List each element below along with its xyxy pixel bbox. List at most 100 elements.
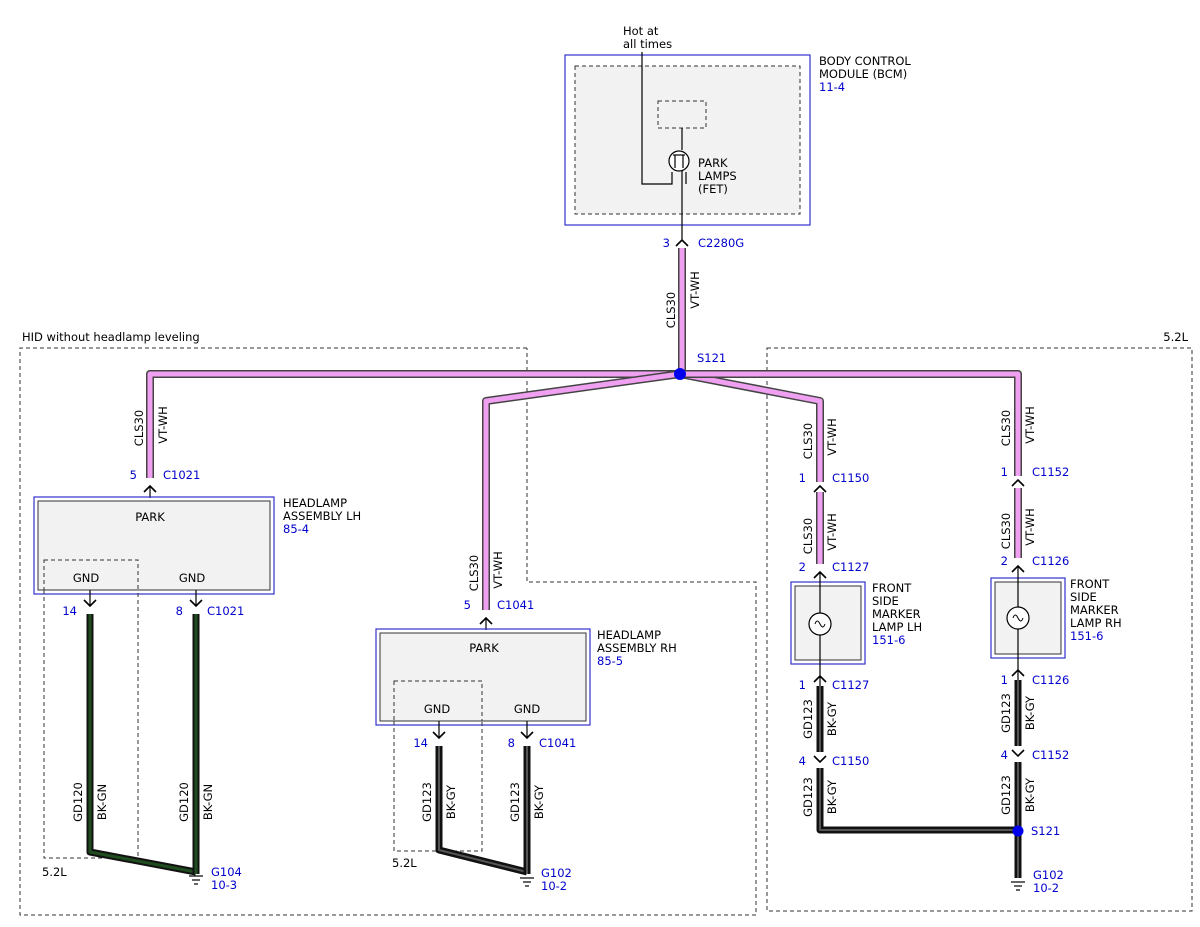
wire-to-headlamp-lh xyxy=(146,370,680,478)
bulb-icon xyxy=(1006,606,1030,630)
color-label: VT-WH xyxy=(825,513,839,551)
rh-gnd-circuit: GD123 xyxy=(420,782,434,822)
circuit-label: CLS30 xyxy=(999,410,1013,446)
circuit-label: CLS30 xyxy=(664,292,678,328)
lh-ground-id: G104 xyxy=(211,865,242,879)
lh-outline xyxy=(33,496,275,595)
mlh-gnd-circuit: GD123 xyxy=(801,777,815,817)
rh-gnd2-label: GND xyxy=(514,702,541,716)
lh-gnd-circuit: GD120 xyxy=(71,782,85,822)
mrh-out-connector: C1126 xyxy=(1032,673,1069,687)
wire-to-marker-rh xyxy=(680,370,1022,558)
color-label: VT-WH xyxy=(825,418,839,456)
mlh-in-connector: C1127 xyxy=(832,560,869,574)
mrh-in-connector: C1126 xyxy=(1032,554,1069,568)
c1021-pin8 xyxy=(189,599,203,608)
mlh-in-pin: 2 xyxy=(799,560,806,574)
rh-reference: 85-5 xyxy=(597,654,623,668)
rh-out-pin1: 14 xyxy=(413,736,428,750)
lh-sub-frame xyxy=(43,590,139,859)
c1041-pin8 xyxy=(520,731,534,740)
mrh-out-pin: 1 xyxy=(1001,673,1008,687)
engine-frame-label: 5.2L xyxy=(1163,330,1188,344)
mrh-ground-id: G102 xyxy=(1033,868,1064,882)
bcm-internal xyxy=(574,65,801,215)
c1041-pin14 xyxy=(432,731,446,740)
hot-label-line2: all times xyxy=(623,37,672,51)
lh-title-line1: HEADLAMP xyxy=(283,496,347,510)
wire-to-headlamp-rh xyxy=(482,370,681,610)
color-label: VT-WH xyxy=(1023,406,1037,444)
headlamp-assembly-rh: 5 C1041 PARK GND GND HEADLAMP ASSEMBLY R… xyxy=(375,598,677,893)
color-label: VT-WH xyxy=(688,271,702,309)
circuit-label: CLS30 xyxy=(132,410,146,446)
splice-s121-label: S121 xyxy=(697,351,726,365)
hot-feed-wire xyxy=(641,52,673,185)
mrh-top-pin: 1 xyxy=(1001,465,1008,479)
mrh-gnd-color: BK-GY xyxy=(1023,695,1037,730)
splice-s121 xyxy=(674,368,686,380)
mlh-gnd-color: BK-GY xyxy=(825,701,839,736)
bulb-icon xyxy=(808,612,832,636)
lh-out-pin1: 14 xyxy=(62,604,77,618)
mlh-gnd-circuit: GD123 xyxy=(801,699,815,739)
lh-gnd-color: BK-GN xyxy=(201,784,215,820)
rh-gnd1-label: GND xyxy=(424,702,451,716)
ground-symbol-icon xyxy=(189,875,203,885)
bcm-title-line1: BODY CONTROL xyxy=(819,54,911,68)
mrh-title-line4: LAMP RH xyxy=(1070,616,1122,630)
rh-in-pin: 5 xyxy=(464,598,471,612)
rh-gnd-color: BK-GY xyxy=(444,784,458,819)
mrh-gnd-circuit: GD123 xyxy=(999,693,1013,733)
rh-out-pin2: 8 xyxy=(508,736,515,750)
bcm-outline xyxy=(564,54,811,226)
c1150-low-connector xyxy=(813,755,827,764)
lh-ground-ref: 10-3 xyxy=(211,878,237,892)
c1150-connector xyxy=(813,484,827,493)
lh-title-line2: ASSEMBLY LH xyxy=(283,509,361,523)
lh-out-pin2: 8 xyxy=(176,604,183,618)
bcm-reference: 11-4 xyxy=(819,80,845,94)
c1126-out-connector xyxy=(1011,668,1025,677)
hid-frame xyxy=(19,347,757,916)
ground-symbol-icon xyxy=(1011,881,1025,891)
circuit-label: CLS30 xyxy=(801,423,815,459)
c1152-connector xyxy=(1011,478,1025,487)
lh-sub-frame-label: 5.2L xyxy=(42,865,67,879)
front-side-marker-lamp-rh: 1 C1152 2 C1126 FRONT SIDE MARKER LAMP R… xyxy=(990,465,1122,895)
mrh-low-pin: 4 xyxy=(1001,748,1008,762)
mlh-low-pin: 4 xyxy=(799,754,806,768)
mlh-ground-wire-lower xyxy=(816,768,1018,834)
color-label: VT-WH xyxy=(1023,508,1037,546)
front-side-marker-lamp-lh: 1 C1150 2 C1127 FRONT SIDE MARKER LAMP L… xyxy=(790,471,1018,834)
mlh-title-line3: MARKER xyxy=(872,607,921,621)
mrh-top-connector: C1152 xyxy=(1032,465,1069,479)
mlh-title-line1: FRONT xyxy=(872,581,912,595)
circuit-label: CLS30 xyxy=(801,518,815,554)
fet-label-line1: PARK xyxy=(698,156,728,170)
body-control-module: Hot at all times PARK LAMPS (FET) BODY C… xyxy=(564,24,911,250)
lh-in-pin: 5 xyxy=(130,468,137,482)
mrh-reference: 151-6 xyxy=(1070,629,1103,643)
hot-label-line1: Hot at xyxy=(623,24,659,38)
mlh-gnd-color: BK-GY xyxy=(825,779,839,814)
rh-title-line2: ASSEMBLY RH xyxy=(597,641,677,655)
lh-internal xyxy=(37,500,271,591)
mrh-in-pin: 2 xyxy=(1001,554,1008,568)
mlh-reference: 151-6 xyxy=(872,633,905,647)
bcm-pin: 3 xyxy=(663,236,670,250)
c1152-low-connector xyxy=(1011,749,1025,758)
mrh-low-connector: C1152 xyxy=(1032,748,1069,762)
rh-in-connector: C1041 xyxy=(497,598,534,612)
c1021-pin14 xyxy=(83,599,97,608)
rh-ground-ref: 10-2 xyxy=(541,879,567,893)
mlh-outline xyxy=(790,581,866,665)
mrh-gnd-circuit: GD123 xyxy=(999,775,1013,815)
hid-frame-label: HID without headlamp leveling xyxy=(22,330,200,344)
ground-splice-label: S121 xyxy=(1031,824,1060,838)
mlh-top-pin: 1 xyxy=(799,471,806,485)
lh-ground-wires xyxy=(86,614,200,876)
lh-reference: 85-4 xyxy=(283,522,309,536)
mlh-out-pin: 1 xyxy=(799,678,806,692)
